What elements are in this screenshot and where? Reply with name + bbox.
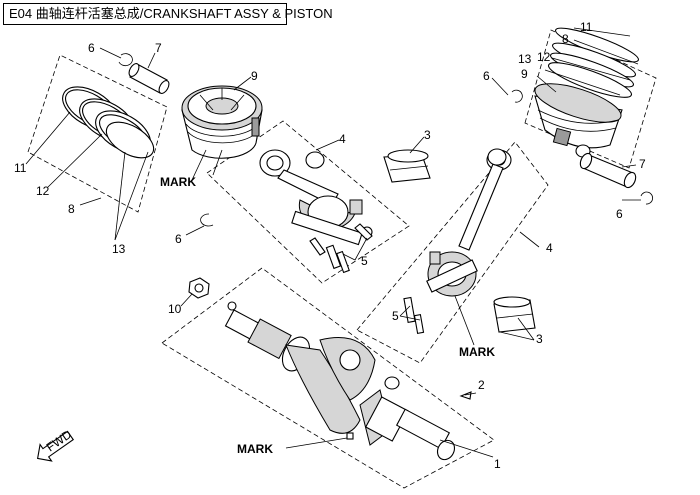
bearing-shell-right (493, 296, 536, 333)
piston-rings-right (547, 27, 639, 98)
conrod-bolt-right-a (403, 296, 416, 323)
woodruff-key (459, 391, 472, 400)
callout-8-left: 8 (68, 202, 75, 216)
piston-pin-bush-left (305, 151, 325, 169)
piston-rings-left (62, 86, 155, 159)
crank-nut (188, 277, 210, 299)
callout-7-right: 7 (639, 157, 646, 171)
conrod-bolt-left-a (325, 244, 342, 270)
fwd-arrow-icon (36, 430, 75, 462)
circlip-right-top (511, 89, 523, 103)
conrod-left (259, 149, 373, 256)
callout-5-right: 5 (392, 309, 399, 323)
fwd-label: FWD (44, 427, 75, 454)
ring-set-group-right (524, 29, 657, 169)
conrod-group-right (356, 141, 549, 364)
callout-3-right: 3 (536, 332, 543, 346)
callout-6-left-top: 6 (88, 41, 95, 55)
circlip-left-top (118, 53, 133, 67)
piston-pin-bush-right (487, 148, 507, 166)
mark-label-conrod: MARK (459, 345, 495, 359)
bearing-shell-left (383, 149, 431, 183)
callout-12-left: 12 (36, 184, 50, 198)
callout-4-left: 4 (339, 132, 346, 146)
piston-right (534, 83, 623, 158)
crank-mark-spot (346, 432, 354, 440)
callout-13-right: 13 (518, 52, 532, 66)
mark-label-crankshaft: MARK (237, 442, 273, 456)
callout-13-left: 13 (112, 242, 126, 256)
callout-4-right: 4 (546, 241, 553, 255)
mark-label-piston: MARK (160, 175, 196, 189)
callout-6-right-bottom: 6 (616, 207, 623, 221)
callout-9-left: 9 (251, 69, 258, 83)
ring-set-group-left (27, 54, 168, 213)
conrod-bolt-left-b (336, 250, 350, 274)
callout-5-left: 5 (361, 254, 368, 268)
callout-11-left: 11 (14, 161, 27, 175)
callout-10: 10 (168, 302, 182, 316)
diagram-title: E04 曲轴连杆活塞总成/CRANKSHAFT ASSY & PISTON (3, 3, 333, 25)
crankshaft-group (161, 267, 495, 489)
crankshaft (224, 301, 456, 461)
callout-2: 2 (478, 378, 485, 392)
callout-7-left: 7 (155, 41, 162, 55)
callout-11-right: 11 (580, 20, 593, 34)
piston-pin-left (128, 63, 170, 94)
callout-12-right: 12 (537, 50, 551, 64)
piston-left (181, 85, 263, 159)
leader-lines (25, 27, 641, 458)
callout-1: 1 (494, 457, 501, 471)
callout-9-right: 9 (521, 67, 528, 81)
callout-3-left: 3 (424, 128, 431, 142)
callout-6-left-bottom: 6 (175, 232, 182, 246)
conrod-right (426, 149, 512, 297)
callout-8-right: 8 (562, 32, 569, 46)
conrod-bolt-right-b (413, 313, 425, 335)
circlip-right-bottom (640, 191, 654, 205)
piston-pin-right (579, 152, 637, 189)
circlip-left-bottom (200, 213, 214, 227)
callout-6-right-top: 6 (483, 69, 490, 83)
conrod-group-left (206, 120, 410, 284)
